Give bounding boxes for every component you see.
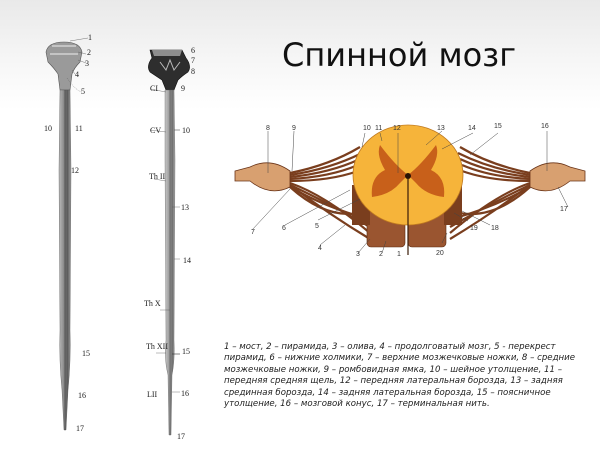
label-c1: CI <box>150 84 158 93</box>
label-11: 11 <box>75 124 83 133</box>
legend-caption: 1 – мост, 2 – пирамида, 3 – олива, 4 – п… <box>224 342 576 410</box>
label-12: 12 <box>71 166 79 175</box>
xs-label-13: 13 <box>437 125 445 132</box>
xs-label-2: 2 <box>379 251 383 258</box>
xs-label-17: 17 <box>560 206 568 213</box>
xs-label-8: 8 <box>266 125 270 132</box>
xs-label-10: 10 <box>363 125 371 132</box>
label-10b: 10 <box>182 126 190 135</box>
xs-label-9: 9 <box>292 125 296 132</box>
xs-label-5: 5 <box>315 223 319 230</box>
label-thx: Th X <box>144 299 161 308</box>
label-8: 8 <box>191 67 195 76</box>
label-17: 17 <box>76 424 84 433</box>
label-5: 5 <box>81 87 85 96</box>
label-10: 10 <box>44 124 52 133</box>
xs-label-19: 19 <box>470 225 478 232</box>
spinal-cord-cross-section <box>234 124 586 255</box>
xs-label-20: 20 <box>436 250 444 257</box>
label-15b: 15 <box>182 347 190 356</box>
xs-label-14: 14 <box>468 125 476 132</box>
label-15: 15 <box>82 349 90 358</box>
xs-label-6: 6 <box>282 225 286 232</box>
label-7: 7 <box>191 56 195 65</box>
xs-label-16: 16 <box>541 123 549 130</box>
xs-label-12: 12 <box>393 125 401 132</box>
spinal-cord-anterior-illustration <box>45 37 89 431</box>
xs-label-11: 11 <box>375 125 383 132</box>
label-th2: Th II <box>149 172 166 181</box>
label-4: 4 <box>75 70 79 79</box>
label-13: 13 <box>181 203 189 212</box>
label-17b: 17 <box>177 432 185 441</box>
label-3: 3 <box>85 59 89 68</box>
xs-label-18: 18 <box>491 225 499 232</box>
label-cv: CV <box>150 126 162 135</box>
label-lii: LII <box>147 390 158 399</box>
xs-label-3: 3 <box>356 251 360 258</box>
label-9: 9 <box>181 84 185 93</box>
xs-label-15: 15 <box>494 123 502 130</box>
xs-label-1: 1 <box>397 251 401 258</box>
label-2: 2 <box>87 48 91 57</box>
label-1: 1 <box>88 33 92 42</box>
spinal-cord-posterior-illustration <box>148 49 190 436</box>
slide-title: Спинной мозг <box>282 36 516 74</box>
xs-label-4: 4 <box>318 245 322 252</box>
label-14: 14 <box>183 256 191 265</box>
label-16: 16 <box>78 391 86 400</box>
xs-label-7: 7 <box>251 229 255 236</box>
label-6: 6 <box>191 46 195 55</box>
label-thxii: Th XII <box>146 342 168 351</box>
label-16b: 16 <box>181 389 189 398</box>
